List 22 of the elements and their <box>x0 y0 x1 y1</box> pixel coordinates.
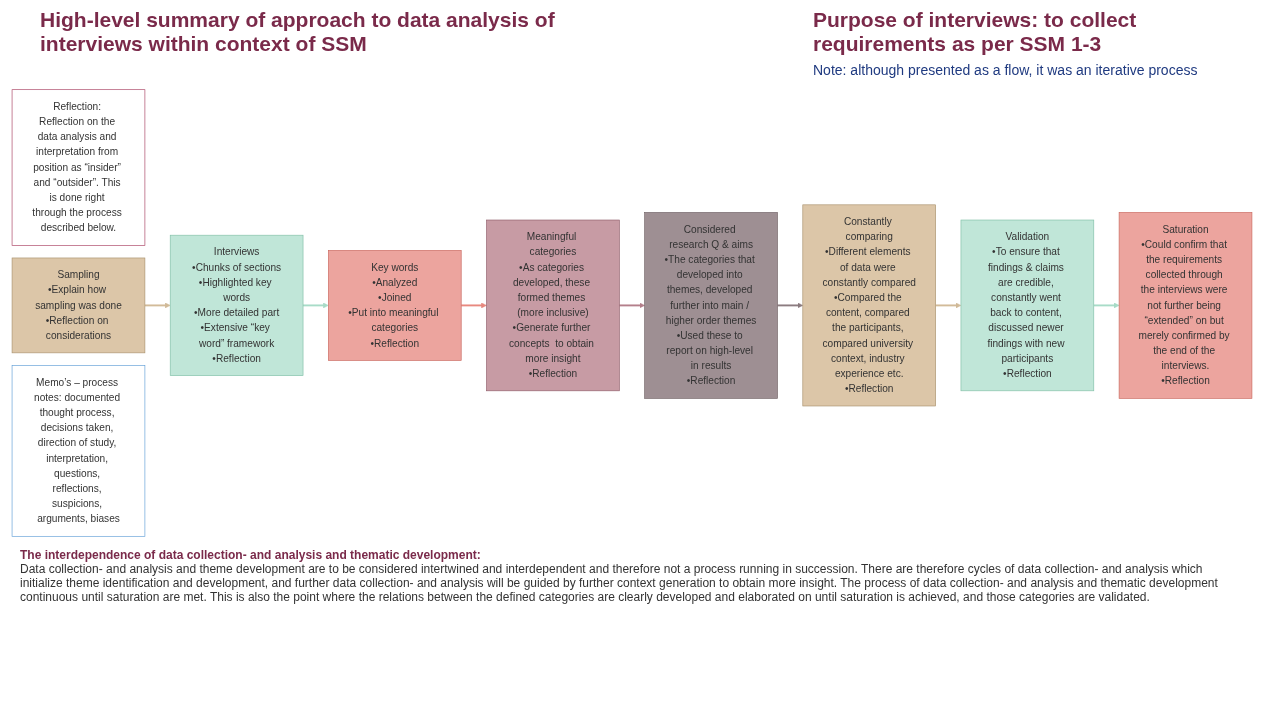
node-box: Meaningful categories •As categories developed, these formed themes (more inclusive) •Generate further concepts to obtain more insight •Reflection <box>485 219 620 392</box>
arrow <box>934 302 961 309</box>
paragraph: Data collection- and analysis and theme development are to be considered intertwined and interdependent and therefore not a process running in succession. There are therefore cycles of data collection- and analysis which initialize theme identification and development, and further data collection- and analysis will be guided by further context generation to obtain more insight. The process of data collection- and analysis and thematic development continuous until saturation are met. This is also the point where the relations between the defined categories are clearly developed and elaborated on until saturation is achieved, and those categories are validated. <box>20 562 1219 604</box>
section-heading: The interdependence of data collection- and analysis and thematic development: <box>20 548 482 562</box>
node-box: Interviews •Chunks of sections •Highlighted key words •More detailed part •Extensive “key word” framework •Reflection <box>169 234 303 376</box>
node-box: Constantly comparing •Different elements of data were constantly compared •Compared the content, compared the participants, compared university context, industry experience etc. •Reflection <box>802 204 936 407</box>
heading: Purpose of interviews: to collect requirements as per SSM 1-3 <box>813 8 1138 56</box>
arrow <box>459 302 487 309</box>
title: High-level summary of approach to data analysis of interviews within context of SSM <box>40 8 556 57</box>
arrow <box>301 302 329 309</box>
arrow <box>776 302 803 309</box>
node-box: Considered research Q & aims •The categories that developed into themes, developed further into main / higher order themes •Used these to report on high-level in results •Reflection <box>643 212 778 399</box>
node-box: Reflection: Reflection on the data analysis and interpretation from position as “insider” and “outsider”. This is done right through the process described below. <box>11 89 145 246</box>
node-box: Memo’s – process notes: documented thought process, decisions taken, direction of study, interpretation, questions, reflections, suspicions, arguments, biases <box>11 365 145 537</box>
arrow <box>1092 302 1119 309</box>
note: Note: although presented as a flow, it was an iterative process <box>813 62 1199 78</box>
node-box: Key words •Analyzed •Joined •Put into meaningful categories •Reflection <box>327 250 461 361</box>
node-box: Validation •To ensure that findings & claims are credible, constantly went back to content, discussed newer findings with new participants •Reflection <box>960 219 1094 392</box>
node-box: Sampling •Explain how sampling was done •Reflection on considerations <box>11 257 145 354</box>
arrow <box>617 302 645 309</box>
node-box: Saturation •Could confirm that the requirements collected through the interviews were not further being “extended” on but merely confirmed by the end of the interviews. •Reflection <box>1118 212 1252 399</box>
arrow <box>143 302 170 309</box>
